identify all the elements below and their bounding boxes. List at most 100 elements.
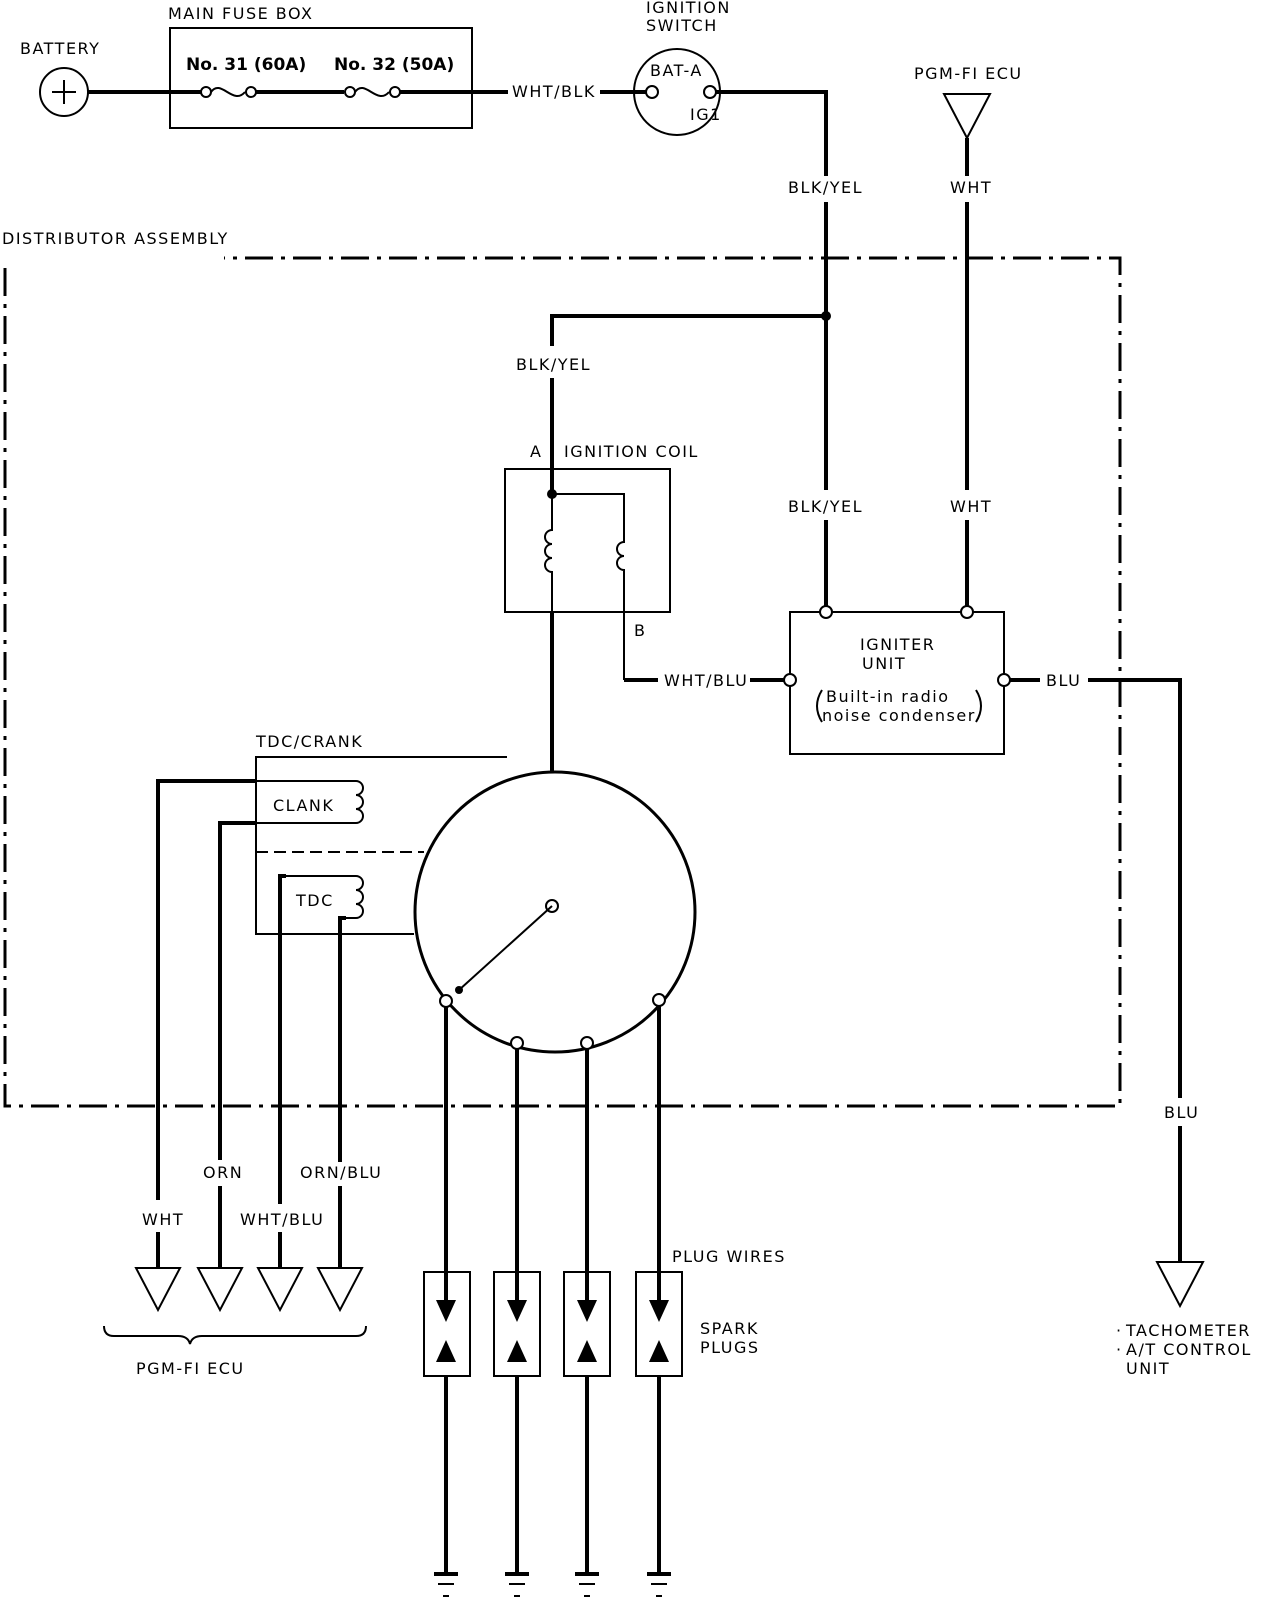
wire-label-wht-ecu: WHT — [142, 1210, 184, 1229]
tdc-crank-sensor: TDC/CRANK CLANK TDC — [255, 732, 507, 935]
wire-tdc-wht-blu — [278, 874, 286, 1204]
igniter-terminal-wht — [960, 605, 974, 619]
ignition-coil-box — [504, 468, 671, 613]
ignition-switch-bat-terminal — [645, 85, 659, 99]
wire-ig1-to-junction-a — [716, 90, 828, 176]
igniter-note-bracket-right — [975, 689, 982, 723]
distributor-assembly-label: DISTRIBUTOR ASSEMBLY — [2, 229, 229, 248]
ignition-switch-title-1: IGNITION — [646, 0, 731, 17]
ecu-input-orn — [196, 1267, 244, 1313]
fuse-no31-symbol — [210, 86, 246, 98]
pgm-ecu-top-label: PGM-FI ECU — [914, 64, 1023, 83]
wire-label-wht-blu-coil: WHT/BLU — [664, 671, 748, 690]
igniter-unit-box — [789, 611, 1005, 755]
pgm-ecu-top: PGM-FI ECU — [914, 64, 1023, 141]
wire-label-blk-yel-right: BLK/YEL — [788, 497, 863, 516]
spark-plug-2-arrow-down — [507, 1300, 527, 1322]
distributor-cap — [413, 770, 697, 1054]
wire-crank-orn — [218, 821, 256, 1160]
cap-terminal-1 — [439, 994, 453, 1008]
wire-label-blu-lower: BLU — [1164, 1103, 1199, 1122]
spark-plug-4-arrow-up — [649, 1340, 669, 1362]
spark-plug-2 — [493, 1271, 541, 1377]
tdc-sensor-label: TDC — [295, 891, 334, 910]
ignition-coil-terminal-a: A — [530, 442, 542, 461]
ignition-coil-internal-link — [552, 493, 625, 534]
battery-label: BATTERY — [20, 39, 100, 58]
fuse-box-title: MAIN FUSE BOX — [168, 4, 314, 23]
ignition-coil-label: IGNITION COIL — [564, 442, 699, 461]
tdc-crank-housing — [255, 756, 507, 935]
ground-symbol-2 — [505, 1572, 529, 1597]
ground-symbol-3 — [575, 1572, 599, 1597]
fuse-no32-term-b — [389, 86, 401, 98]
ignition-switch-ig1-label: IG1 — [690, 105, 722, 124]
igniter-label-1: IGNITER — [860, 635, 935, 654]
fuse-no31-term-a — [200, 86, 212, 98]
cap-terminal-4 — [652, 993, 666, 1007]
wire-label-blk-yel-top: BLK/YEL — [788, 178, 863, 197]
wire-label-orn-ecu: ORN — [203, 1163, 243, 1182]
wire-label-wht-top: WHT — [950, 178, 992, 197]
igniter-note-bracket-left — [816, 689, 823, 723]
ignition-coil-secondary-winding — [616, 534, 625, 680]
plug-wires-label: PLUG WIRES — [672, 1247, 786, 1266]
igniter-note-2: noise condenser — [822, 706, 976, 725]
fuse-no31-term-b — [245, 86, 257, 98]
tdc-sensor-coil — [286, 875, 364, 919]
wire-junction-to-coil-a — [550, 314, 826, 346]
spark-plug-3-arrow-down — [577, 1300, 597, 1322]
output-label-1: TACHOMETER — [1125, 1321, 1251, 1340]
rotor-tip-dot — [455, 986, 463, 994]
ignition-switch-title-2: SWITCH — [646, 16, 718, 35]
pgm-ecu-top-symbol — [942, 93, 992, 141]
ignition-coil-terminal-b: B — [634, 621, 646, 640]
pgm-ecu-bottom: PGM-FI ECU — [103, 1267, 367, 1378]
ignition-switch: IGNITION SWITCH BAT-A IG1 — [633, 0, 731, 136]
wire-label-orn-blu-ecu: ORN/BLU — [300, 1163, 382, 1182]
wire-label-wht-right: WHT — [950, 497, 992, 516]
output-label-2: A/T CONTROL — [1126, 1340, 1252, 1359]
ignition-switch-bat-label: BAT-A — [650, 61, 703, 80]
igniter-terminal-wht-blu — [783, 673, 797, 687]
crank-sensor-coil — [256, 780, 364, 824]
ecu-brace — [103, 1325, 367, 1345]
spark-plug-4-arrow-down — [649, 1300, 669, 1322]
wire-label-wht-blk: WHT/BLK — [512, 82, 596, 101]
output-bullet-2: · — [1116, 1340, 1123, 1359]
igniter-terminal-blu — [997, 673, 1011, 687]
igniter-unit: IGNITER UNIT Built-in radio noise conden… — [783, 605, 1011, 755]
ecu-input-orn-blu — [316, 1267, 364, 1313]
igniter-label-2: UNIT — [862, 654, 906, 673]
wire-blu-out-b — [1088, 678, 1182, 1098]
wire-label-blu-out: BLU — [1046, 671, 1081, 690]
fuse-no32-label: No. 32 (50A) — [334, 55, 454, 75]
igniter-terminal-blk-yel — [819, 605, 833, 619]
pgm-ecu-bottom-label: PGM-FI ECU — [136, 1359, 245, 1378]
ecu-input-wht-blu — [256, 1267, 304, 1313]
spark-plug-1-arrow-down — [436, 1300, 456, 1322]
cap-terminal-2 — [510, 1036, 524, 1050]
battery: BATTERY — [20, 39, 100, 117]
ground-symbol-4 — [647, 1572, 671, 1597]
wire-label-blk-yel-mid: BLK/YEL — [516, 355, 591, 374]
spark-plugs-label-2: PLUGS — [700, 1338, 760, 1357]
output-label-3: UNIT — [1126, 1359, 1170, 1378]
cap-terminal-3 — [580, 1036, 594, 1050]
output-bullet-1: · — [1116, 1321, 1123, 1340]
fuse-no32-symbol — [354, 86, 390, 98]
ignition-switch-ig1-terminal — [703, 85, 717, 99]
ground-symbol-1 — [434, 1572, 458, 1597]
igniter-note-1: Built-in radio — [826, 687, 950, 706]
spark-plug-3-arrow-up — [577, 1340, 597, 1362]
spark-plug-2-arrow-up — [507, 1340, 527, 1362]
fuse-box-outline — [169, 27, 473, 129]
fuse-no31-label: No. 31 (60A) — [186, 55, 306, 75]
spark-plug-1-arrow-up — [436, 1340, 456, 1362]
tachometer-output-symbol — [1155, 1261, 1205, 1309]
crank-sensor-label: CLANK — [273, 796, 334, 815]
distributor-label-bg — [2, 244, 224, 266]
fuse-no32-term-a — [344, 86, 356, 98]
rotor-arm — [458, 905, 553, 991]
ignition-coil-primary-winding — [544, 494, 553, 612]
